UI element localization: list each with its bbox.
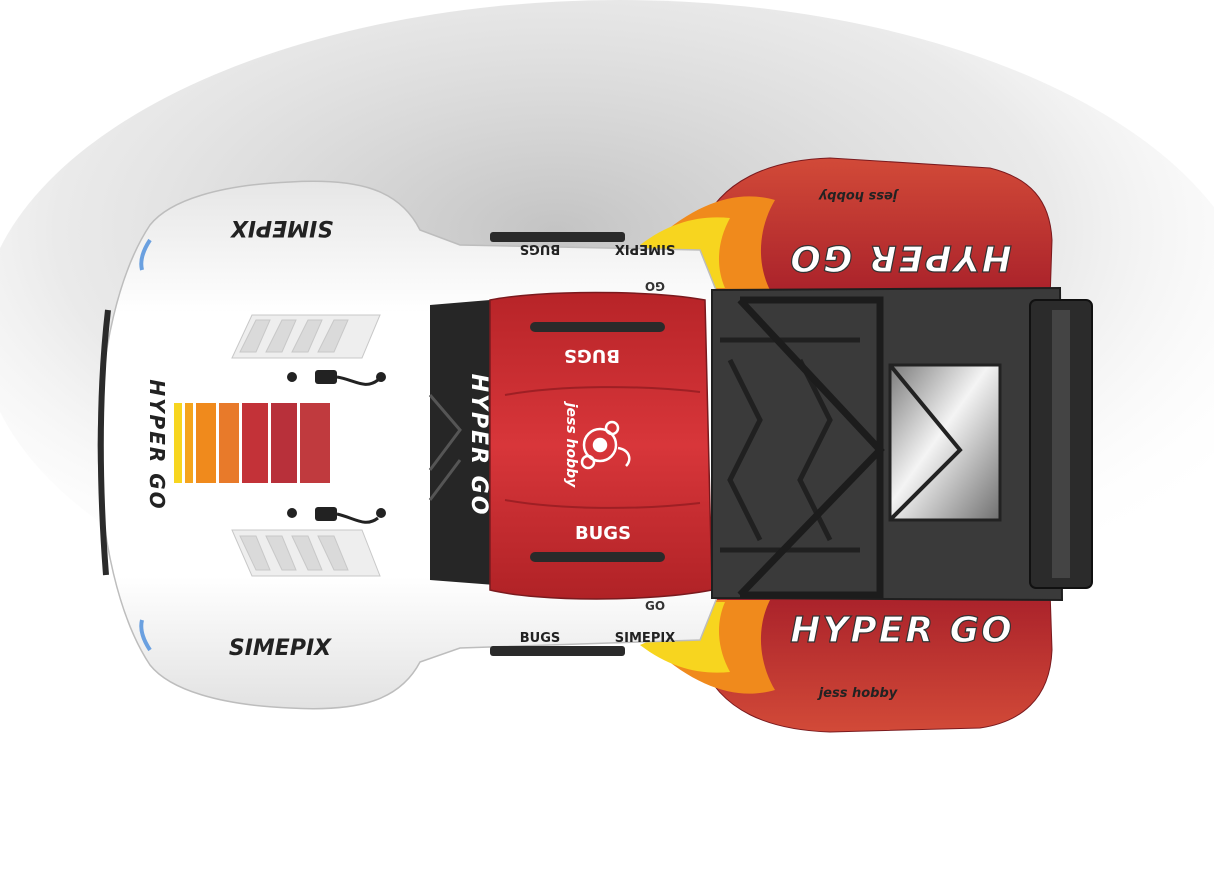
roof-bugs-bottom: BUGS [575, 523, 631, 544]
roof-ridge [504, 386, 701, 509]
rear-fender-top-logo: HYPER GO [788, 237, 1012, 278]
hood-vent-top [231, 314, 381, 359]
small-go-bottom: GO [645, 599, 665, 613]
color-strip-block [196, 403, 216, 483]
color-strip-block [219, 403, 239, 483]
small-go-top: GO [645, 279, 665, 293]
windshield-logo: HYPER GO [466, 374, 491, 517]
hood-vent-bottom [231, 529, 381, 577]
fender-script-bottom: jess hobby [817, 686, 898, 701]
rear-chassis [711, 286, 1064, 602]
rear-window [888, 363, 1002, 522]
side-skirt-top [490, 232, 625, 242]
hood-brand-bottom: SIMEPIX [229, 636, 332, 661]
side-simepix-top: SIMEPIX [615, 241, 675, 256]
hood-pin-bottom [287, 507, 386, 524]
front-grille-left [97, 309, 111, 576]
chassis-rails [720, 337, 860, 553]
color-strip-block [174, 403, 182, 483]
color-strip-block [300, 403, 330, 483]
fender-script-top: jess hobby [818, 188, 899, 203]
roof-script: jess hobby [563, 401, 579, 488]
hood-color-strip [174, 403, 330, 483]
color-strip-block [242, 403, 268, 483]
windshield [430, 300, 495, 585]
hood-logo: HYPER GO [145, 379, 169, 510]
rear-fender-top [699, 157, 1053, 301]
windshield-frame [428, 394, 462, 501]
roof-bar-top [530, 322, 665, 332]
rear-fender-bottom [699, 589, 1053, 733]
bug-mascot-logo [580, 420, 631, 470]
headlight-bottom [139, 619, 152, 652]
roll-cage [737, 296, 885, 599]
hood-brand-top: SIMEPIX [230, 215, 333, 240]
roof-bar-bottom [530, 552, 665, 562]
headlight-top [139, 238, 152, 271]
rear-fender-bottom-logo: HYPER GO [790, 610, 1014, 651]
roof-bugs-top: BUGS [564, 345, 620, 366]
side-simepix-bottom: SIMEPIX [615, 631, 675, 646]
side-bugs-bottom: BUGS [520, 631, 561, 646]
rear-window-brace [888, 363, 963, 522]
side-bugs-top: BUGS [520, 241, 561, 256]
color-strip-block [271, 403, 297, 483]
side-skirt-bottom [490, 646, 625, 656]
hood-pin-top [287, 370, 386, 386]
color-strip-block [185, 403, 193, 483]
bumper-bar [1052, 310, 1070, 578]
